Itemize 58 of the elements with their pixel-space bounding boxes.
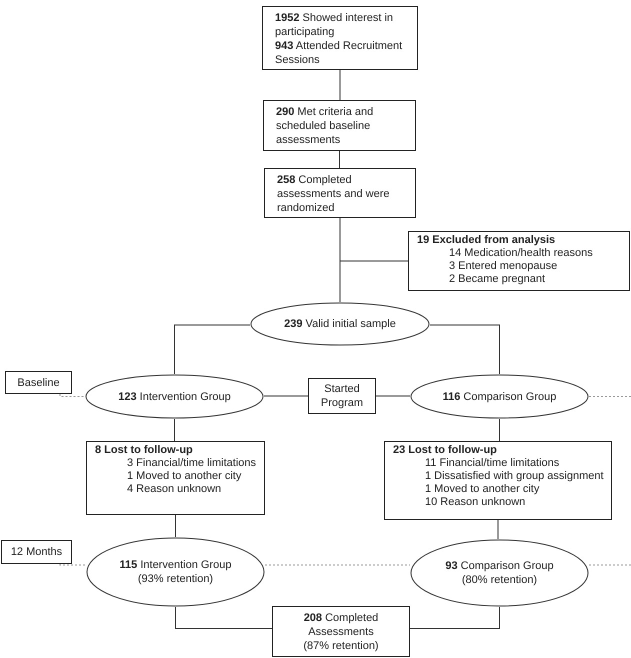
result-box bbox=[272, 606, 410, 657]
node-text: (87% retention) bbox=[303, 638, 379, 652]
dotted-guide-line bbox=[588, 564, 631, 566]
timepoint-box bbox=[1, 540, 72, 564]
box-heading: 8 Lost to follow-up bbox=[95, 444, 194, 457]
list-item: 10 Reason unknown bbox=[424, 496, 526, 509]
group-ellipse bbox=[410, 374, 589, 419]
sample-ellipse bbox=[250, 302, 430, 346]
list-item: 14 Medication/health reasons bbox=[448, 247, 594, 260]
node-text: 239 Valid initial sample bbox=[284, 317, 396, 331]
connector-line bbox=[430, 324, 500, 374]
group-ellipse bbox=[410, 539, 589, 607]
box-text: 290 Met criteria and scheduled baseline assessments bbox=[275, 105, 374, 147]
box-text: 943 Attended Recruitment Sessions bbox=[274, 39, 404, 67]
box-heading: 19 Excluded from analysis bbox=[417, 234, 556, 247]
exclusion-box bbox=[408, 231, 630, 291]
connector-line bbox=[339, 150, 340, 168]
list-item: 1 Moved to another city bbox=[424, 483, 540, 496]
node-text: Started Program bbox=[320, 382, 364, 410]
list-item: 3 Entered menopause bbox=[448, 260, 558, 273]
list-item: 3 Financial/time limitations bbox=[126, 457, 257, 470]
node-text: 93 Comparison Group bbox=[445, 559, 554, 573]
node-text: (93% retention) bbox=[138, 572, 214, 586]
list-item: 1 Moved to another city bbox=[126, 470, 242, 483]
node-text: 208 Completed Assessments bbox=[302, 610, 380, 638]
group-ellipse bbox=[85, 374, 264, 419]
box-text: 258 Completed assessments and were randomized bbox=[276, 173, 390, 215]
dotted-guide-line bbox=[588, 396, 631, 397]
connector-line bbox=[410, 606, 500, 629]
connector-line bbox=[340, 218, 408, 262]
dotted-guide-line bbox=[60, 394, 86, 397]
connector-line bbox=[174, 324, 250, 374]
node-text: Baseline bbox=[17, 376, 60, 390]
list-item: 2 Became pregnant bbox=[448, 273, 546, 286]
dotted-guide-line bbox=[264, 564, 410, 566]
loss-box bbox=[86, 441, 265, 515]
box-heading: 23 Lost to follow-up bbox=[393, 444, 498, 457]
connector-line bbox=[499, 418, 500, 442]
box-text: 1952 Showed interest in participating bbox=[274, 11, 394, 39]
node-text: 115 Intervention Group bbox=[120, 558, 232, 572]
connector-line bbox=[174, 418, 175, 442]
connector-line bbox=[175, 514, 176, 538]
list-item: 1 Dissatisfied with group assignment bbox=[424, 470, 605, 483]
process-box bbox=[263, 100, 416, 151]
node-text: (80% retention) bbox=[462, 573, 538, 587]
process-box bbox=[308, 378, 376, 414]
list-item: 11 Financial/time limitations bbox=[424, 457, 560, 470]
node-text: 116 Comparison Group bbox=[442, 390, 556, 404]
loss-box bbox=[384, 441, 612, 520]
process-box bbox=[262, 6, 418, 70]
timepoint-box bbox=[5, 371, 72, 394]
node-text: 123 Intervention Group bbox=[118, 390, 231, 404]
group-ellipse bbox=[86, 537, 265, 607]
process-box bbox=[264, 168, 416, 218]
node-text: 12 Months bbox=[10, 545, 62, 559]
dotted-guide-line bbox=[60, 564, 86, 566]
list-item: 4 Reason unknown bbox=[126, 483, 222, 496]
connector-line bbox=[175, 606, 272, 629]
